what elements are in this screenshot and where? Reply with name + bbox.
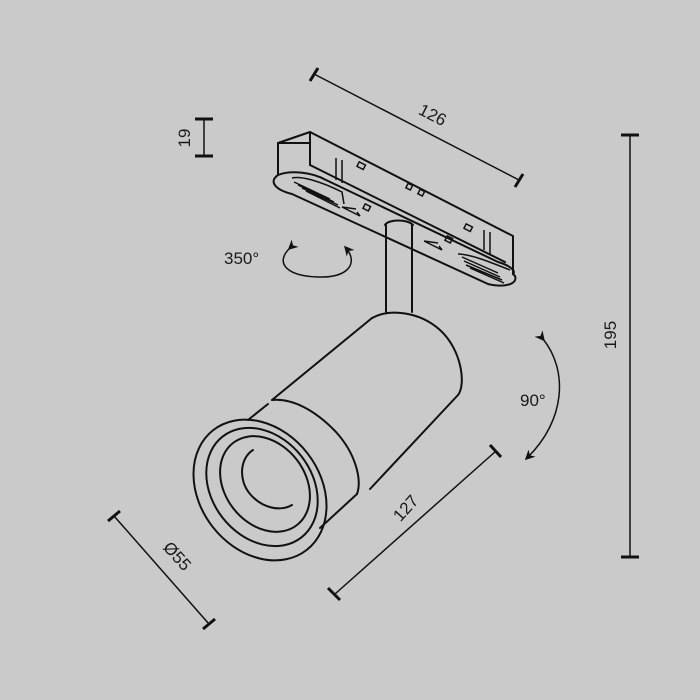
label-horizontal-rotation: 350°	[224, 249, 259, 268]
label-adapter-height: 19	[175, 129, 194, 148]
vent-right-icon	[457, 253, 511, 284]
track-adapter	[272, 131, 517, 287]
label-vertical-rotation: 90°	[520, 391, 546, 410]
stem	[384, 219, 414, 313]
dimension-body-length: 127	[326, 443, 503, 602]
rotation-arrow-horizontal-icon	[282, 239, 355, 278]
spotlight-body	[192, 311, 463, 562]
dimension-adapter-height: 19	[175, 117, 213, 158]
rotation-vertical: 90°	[520, 330, 561, 461]
label-total-height: 195	[601, 321, 620, 349]
vent-left-icon	[291, 176, 345, 209]
polarity-arrow-left-icon	[341, 202, 372, 217]
rotation-arrow-vertical-icon	[524, 330, 561, 461]
dimension-total-height: 195	[601, 133, 639, 559]
polarity-arrow-right-icon	[423, 234, 454, 251]
dimension-diameter: Ø55	[107, 509, 216, 631]
rotation-horizontal: 350°	[224, 239, 355, 278]
label-diameter: Ø55	[159, 538, 195, 575]
label-adapter-length: 126	[416, 100, 450, 130]
